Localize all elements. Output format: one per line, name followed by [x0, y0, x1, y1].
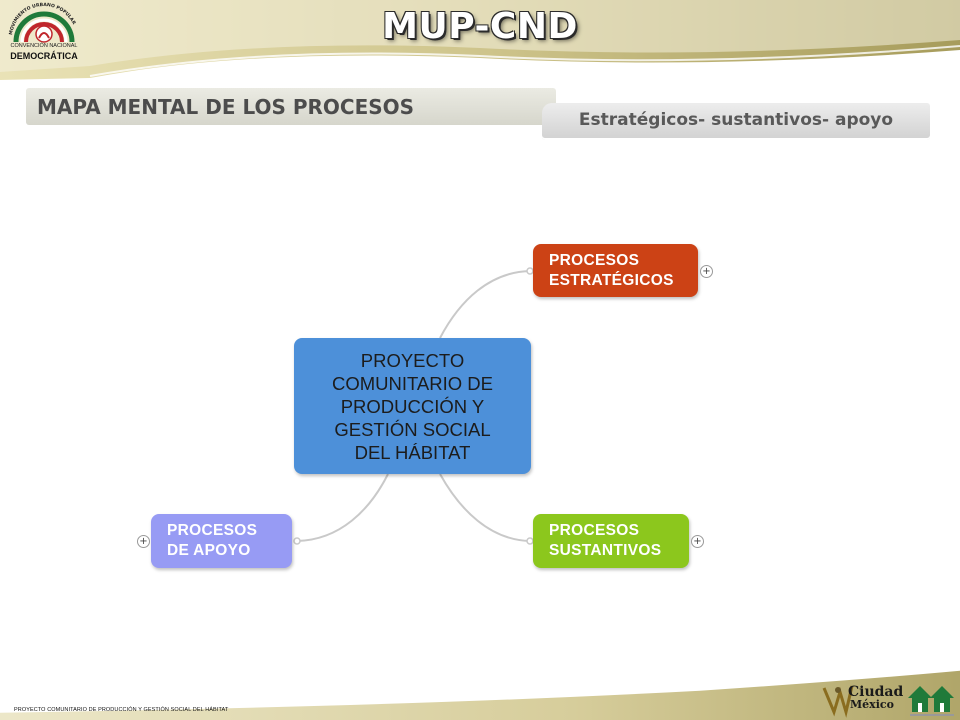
- node-apoyo-label: PROCESOS DE APOYO: [167, 522, 258, 559]
- subtitle: Estratégicos- sustantivos- apoyo: [578, 110, 894, 130]
- node-estrategicos-label: PROCESOS ESTRATÉGICOS: [549, 252, 674, 289]
- expand-estrategicos-icon[interactable]: +: [700, 265, 713, 278]
- node-central-label: PROYECTO COMUNITARIO DE PRODUCCIÓN Y GES…: [331, 349, 494, 463]
- subtitle-bar: [542, 103, 930, 140]
- expand-sustantivos-icon[interactable]: +: [691, 535, 704, 548]
- section-title-bar: [26, 88, 556, 125]
- logo-line-convencion: CONVENCIÓN NACIONAL: [10, 43, 78, 49]
- ciudad-de-mexico-logo: [822, 685, 854, 718]
- slide-title: MUP-CND: [382, 6, 578, 47]
- footer-band: [0, 669, 960, 720]
- houses-logo: [908, 686, 954, 716]
- section-title: MAPA MENTAL DE LOS PROCESOS: [37, 95, 415, 119]
- logo-line-democratica: DEMOCRÁTICA: [10, 51, 78, 61]
- node-procesos-estrategicos[interactable]: PROCESOS ESTRATÉGICOS: [533, 244, 698, 297]
- node-procesos-apoyo[interactable]: PROCESOS DE APOYO: [151, 514, 292, 568]
- cdmx-line1: Ciudad: [848, 684, 904, 700]
- header-band: [0, 0, 960, 80]
- connector-estrategicos: [439, 270, 531, 339]
- footer-text: PROYECTO COMUNITARIO DE PRODUCCIÓN Y GES…: [14, 707, 229, 713]
- node-central-proyecto[interactable]: PROYECTO COMUNITARIO DE PRODUCCIÓN Y GES…: [294, 338, 531, 474]
- mup-cnd-logo: MOVIMIENTO URBANO POPULAR: [8, 2, 77, 43]
- node-procesos-sustantivos[interactable]: PROCESOS SUSTANTIVOS: [533, 514, 689, 568]
- connector-apoyo: [296, 473, 389, 542]
- node-sustantivos-label: PROCESOS SUSTANTIVOS: [549, 522, 662, 559]
- expand-apoyo-icon[interactable]: +: [137, 535, 150, 548]
- cdmx-line2: México: [850, 698, 894, 711]
- connector-sustantivos: [439, 473, 531, 542]
